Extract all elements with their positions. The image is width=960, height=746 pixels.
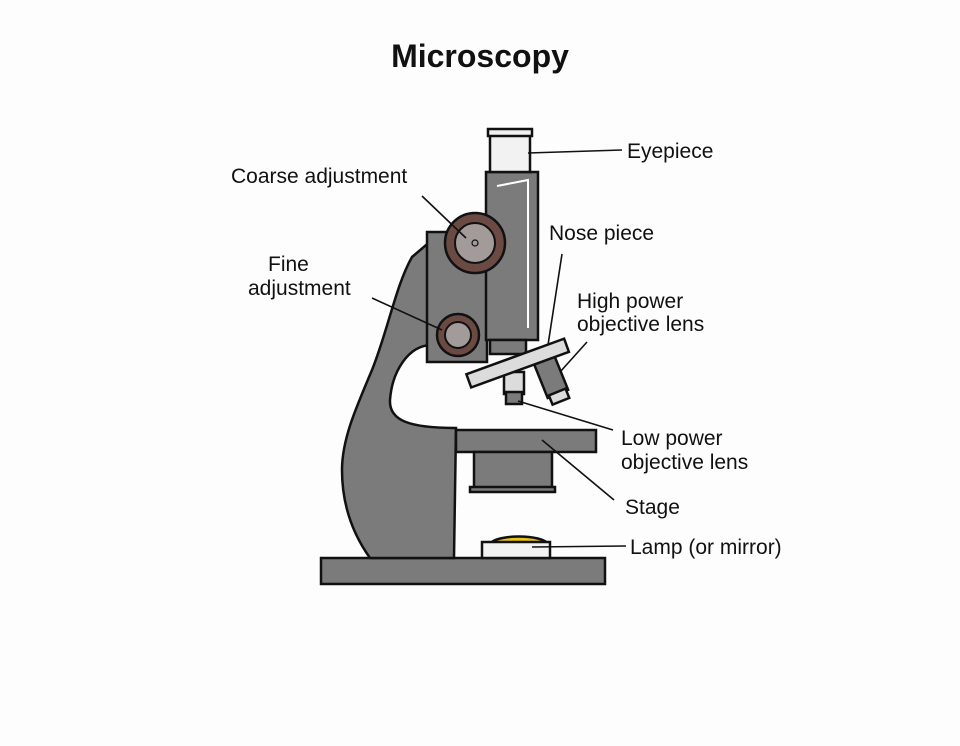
leader-low-power — [517, 400, 614, 431]
coarse-adjustment-knob-center — [471, 239, 479, 247]
leader-eyepiece — [527, 149, 623, 154]
label-lamp: Lamp (or mirror) — [630, 536, 782, 559]
leader-fine-adjustment — [371, 297, 443, 331]
label-coarse-adjustment: Coarse adjustment — [231, 165, 407, 188]
stage-condenser — [472, 450, 554, 490]
stage-platform — [454, 428, 598, 454]
leader-lamp — [531, 545, 627, 548]
leader-high-power — [559, 341, 588, 373]
nose-piece-stem — [488, 338, 528, 356]
leader-stage — [541, 439, 615, 501]
label-high-power-line1: High power — [577, 290, 683, 313]
label-eyepiece: Eyepiece — [627, 140, 713, 163]
microscope-base — [319, 556, 607, 586]
diagram-title: Microscopy — [391, 38, 569, 74]
fine-adjustment-knob-inner — [444, 321, 472, 349]
label-fine-adjustment-line2: adjustment — [248, 277, 351, 300]
lamp-housing — [480, 540, 552, 560]
leader-coarse-adjustment — [421, 195, 467, 239]
label-low-power-line1: Low power — [621, 427, 723, 450]
label-low-power-line2: objective lens — [621, 451, 748, 474]
eyepiece-tube — [488, 132, 532, 174]
stage-condenser-rim — [468, 485, 557, 494]
label-high-power-line2: objective lens — [577, 313, 704, 336]
label-fine-adjustment-line1: Fine — [268, 253, 309, 276]
nose-piece-plate — [464, 337, 571, 390]
body-tube-highlight — [496, 178, 529, 328]
label-nose-piece: Nose piece — [549, 222, 654, 245]
leader-nose-piece — [547, 253, 563, 346]
coarse-adjustment-knob-inner — [454, 222, 496, 264]
label-stage: Stage — [625, 496, 680, 519]
eyepiece-rim — [486, 127, 534, 138]
